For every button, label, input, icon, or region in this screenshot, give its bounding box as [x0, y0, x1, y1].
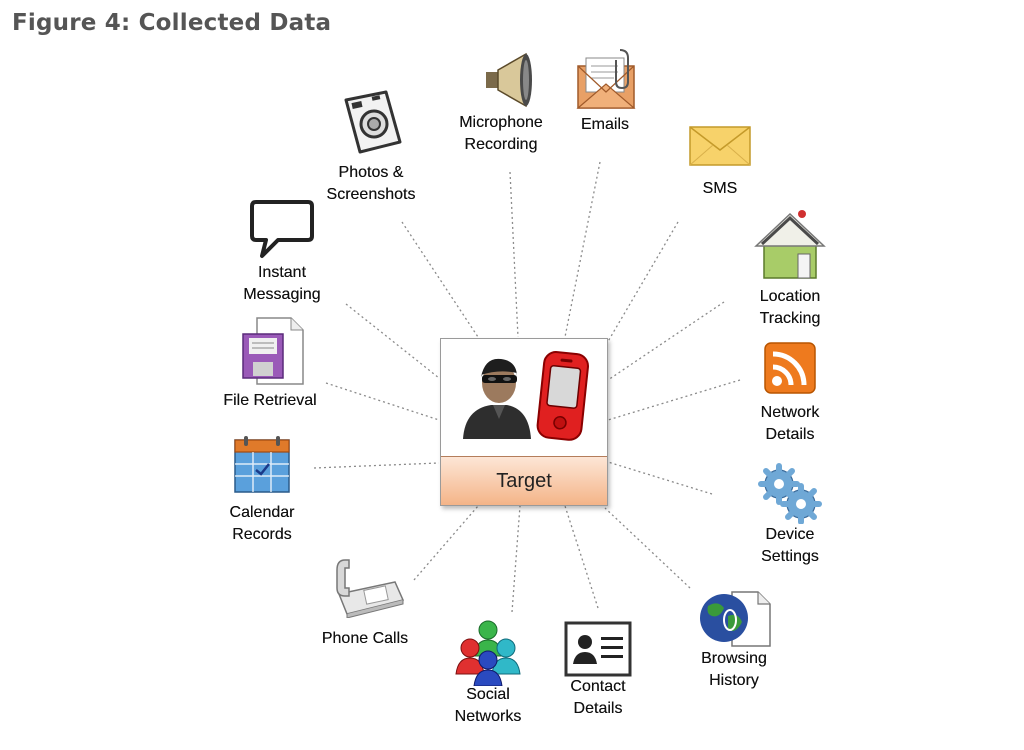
ray-emails [564, 161, 601, 338]
ray-social [511, 505, 521, 613]
item-microphone: Microphone Recording [446, 48, 556, 156]
item-sms: SMS [680, 124, 760, 200]
ray-file [325, 382, 440, 421]
label-emails: Emails [580, 116, 629, 133]
ray-device [607, 461, 713, 495]
house-icon [754, 210, 826, 279]
label-photos: Photos & Screenshots [326, 164, 416, 203]
item-file: File Retrieval [212, 314, 328, 412]
item-device: Device Settings [742, 462, 838, 568]
figure-title: Figure 4: Collected Data [12, 10, 332, 36]
ray-location [607, 301, 725, 381]
item-emails: Emails [560, 48, 650, 136]
label-social: Social Networks [454, 686, 522, 725]
ray-phone [413, 505, 479, 581]
item-social: Social Networks [440, 616, 536, 728]
item-photos: Photos & Screenshots [316, 86, 426, 206]
ray-calendar [313, 462, 440, 469]
label-phone: Phone Calls [321, 630, 409, 647]
rss-icon [764, 342, 816, 394]
target-label: Target [441, 456, 607, 505]
ray-microphone [509, 171, 519, 338]
telephone-icon [336, 559, 405, 618]
ray-contact [564, 505, 599, 609]
label-file: File Retrieval [223, 392, 317, 409]
envelope-paperclip-icon [576, 49, 636, 109]
label-microphone: Microphone Recording [459, 114, 543, 153]
globe-document-icon [700, 591, 771, 647]
label-network: Network Details [760, 404, 820, 443]
label-contact: Contact Details [570, 678, 626, 717]
ray-sms [602, 221, 679, 351]
document-floppy-icon [242, 317, 304, 385]
ray-im [345, 303, 440, 379]
label-location: Location Tracking [759, 288, 821, 327]
ray-network [607, 379, 741, 421]
speech-bubble-icon [250, 200, 314, 258]
label-calendar: Calendar Records [229, 504, 295, 543]
item-im: Instant Messaging [232, 198, 332, 306]
speaker-icon [486, 52, 532, 108]
item-network: Network Details [742, 340, 838, 446]
gears-icon [758, 463, 822, 524]
target-box: Target [440, 338, 608, 506]
camera-icon [344, 90, 402, 154]
item-contact: Contact Details [550, 620, 646, 720]
item-calendar: Calendar Records [214, 434, 310, 546]
label-browsing: Browsing History [701, 650, 767, 689]
contact-card-icon [564, 621, 632, 677]
people-group-icon [455, 620, 521, 686]
label-sms: SMS [702, 180, 738, 197]
calendar-icon [234, 436, 290, 493]
envelope-icon [689, 126, 751, 166]
item-browsing: Browsing History [684, 586, 784, 692]
ray-photos [401, 221, 479, 338]
item-phone: Phone Calls [312, 554, 418, 650]
spy-phone-icon [463, 351, 589, 441]
ray-browsing [604, 507, 691, 589]
label-device: Device Settings [761, 526, 819, 565]
label-im: Instant Messaging [243, 264, 321, 303]
item-location: Location Tracking [742, 206, 838, 330]
